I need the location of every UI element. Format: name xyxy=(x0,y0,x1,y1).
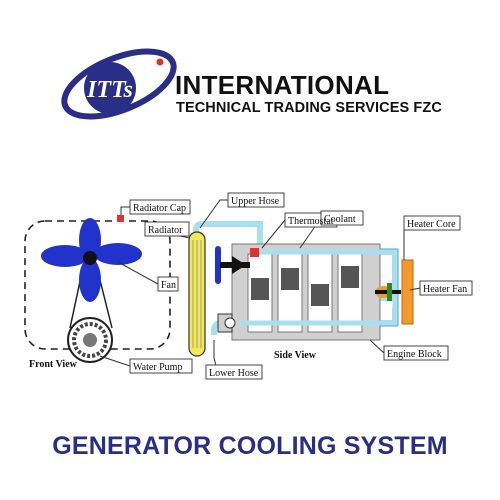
water-pump-side xyxy=(217,313,236,333)
fan-blade xyxy=(41,245,89,267)
label-heater-core: Heater Core xyxy=(407,219,456,230)
label-upper-hose: Upper Hose xyxy=(231,196,280,207)
label-heater-fan: Heater Fan xyxy=(423,284,467,295)
label-radiator: Radiator xyxy=(148,225,183,236)
side-fan xyxy=(215,246,250,284)
fan-hub xyxy=(83,251,97,265)
company-subtitle: TECHNICAL TRADING SERVICES FZC xyxy=(176,100,442,116)
label-coolant: Coolant xyxy=(324,214,356,225)
label-side-view: Side View xyxy=(274,350,317,361)
logo-text: ITTs xyxy=(86,77,133,103)
piston xyxy=(251,278,269,300)
itts-logo: ITTs xyxy=(61,48,177,120)
label-fan: Fan xyxy=(161,280,176,291)
label-radiator-cap: Radiator Cap xyxy=(133,203,186,214)
label-engine-block: Engine Block xyxy=(387,349,442,360)
water-pump-pulley xyxy=(67,317,113,363)
coolant-jacket xyxy=(240,249,398,326)
thermostat xyxy=(250,248,259,257)
fan-blade xyxy=(79,258,101,302)
fan-blade xyxy=(94,243,142,265)
label-thermostat: Thermostat xyxy=(288,216,334,227)
radiator xyxy=(188,231,206,357)
logo-ring xyxy=(61,48,177,120)
radiator-cap xyxy=(117,215,124,222)
piston xyxy=(311,284,329,306)
company-name: INTERNATIONAL xyxy=(175,70,390,100)
page-caption: GENERATOR COOLING SYSTEM xyxy=(52,432,448,460)
heater-fan xyxy=(375,283,401,301)
cooling-system-diagram: Radiator Cap Radiator Fan Front View Wat… xyxy=(24,192,473,380)
label-lower-hose: Lower Hose xyxy=(209,368,259,379)
label-front-view: Front View xyxy=(29,359,78,370)
label-boxes xyxy=(129,192,473,380)
piston xyxy=(341,266,359,288)
heater-core xyxy=(401,259,414,325)
fan-blades xyxy=(41,218,142,302)
logo-badge xyxy=(84,62,136,114)
logo-accent-dot xyxy=(156,58,164,66)
label-water-pump: Water Pump xyxy=(133,362,182,373)
piston xyxy=(281,268,299,290)
